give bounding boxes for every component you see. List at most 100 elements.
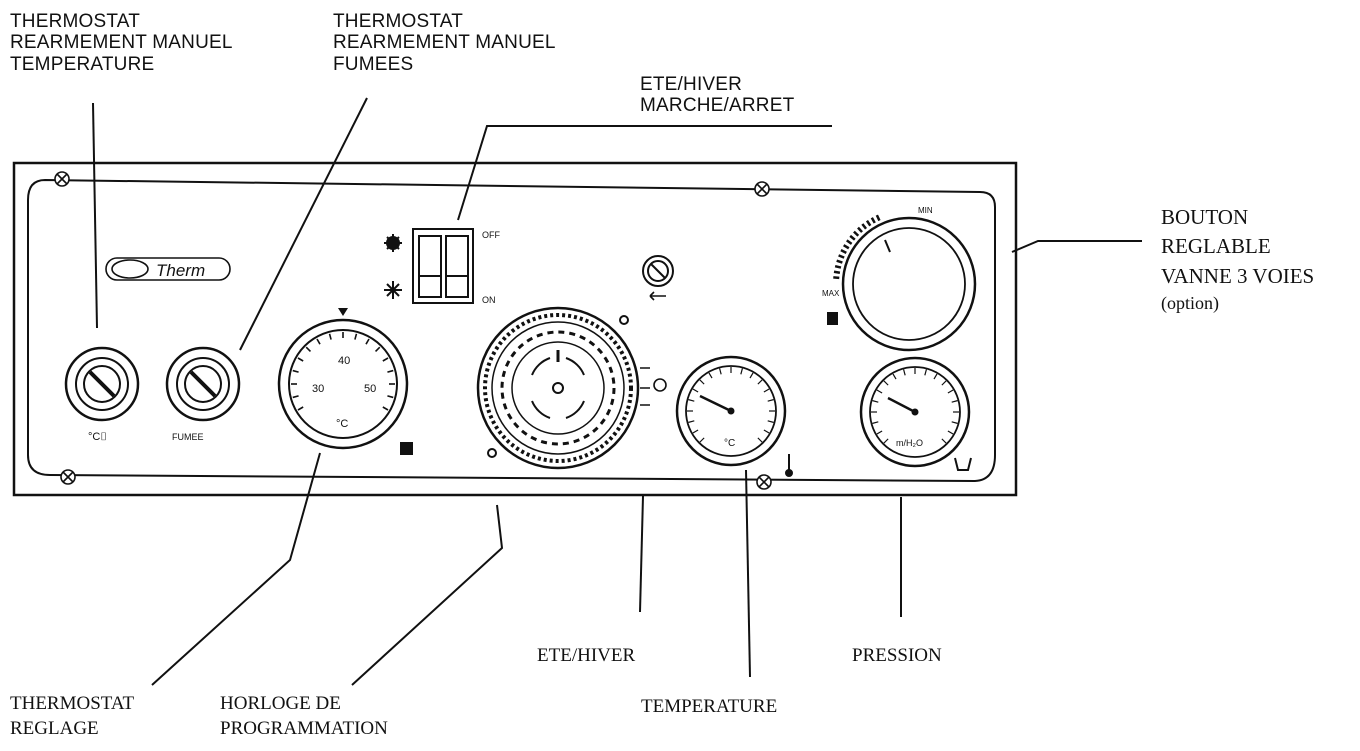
control-panel: [12, 161, 1018, 497]
switch-off-label: OFF: [482, 230, 500, 240]
dial-tick: [941, 380, 947, 386]
dial-tick: [767, 420, 774, 423]
dial-tick: [316, 338, 321, 345]
temperature-unit: °C: [724, 438, 735, 449]
dial-tick: [763, 429, 770, 434]
thermostat-reglage-dial[interactable]: 40 30 50 °C: [277, 308, 413, 455]
dial-tick: [883, 380, 889, 386]
dial-tick: [297, 406, 304, 411]
reset-thermostat-fumees-knob[interactable]: FUMEE: [165, 346, 241, 442]
dial-tick: [870, 217, 876, 224]
dial-tick: [838, 254, 845, 259]
screw-icon: [756, 474, 772, 490]
dial-tick: [853, 230, 860, 237]
label-thermostat-rearmement-fumees: THERMOSTAT REARMEMENT MANUEL FUMEES: [333, 11, 556, 75]
dial-tick: [883, 438, 889, 444]
square-icon: [827, 312, 838, 325]
dial-tick: [305, 346, 312, 353]
dial-tick: [857, 226, 863, 233]
pressure-unit: m/H₂O: [896, 438, 923, 448]
indicator-knob[interactable]: [642, 255, 674, 301]
dial-tick: [903, 369, 906, 376]
dial-tick: [861, 223, 868, 230]
dial-tick: [767, 399, 774, 402]
dial-tick: [719, 368, 722, 375]
sun-icon: [384, 234, 402, 252]
leader-lines: [92, 97, 1142, 686]
svg-text:30: 30: [312, 383, 324, 395]
dial-tick: [924, 369, 927, 376]
dial-tick: [387, 395, 394, 399]
dial-tick: [947, 430, 954, 435]
label-thermostat-rearmement-temperature: THERMOSTAT REARMEMENT MANUEL TEMPERATURE: [10, 11, 233, 75]
label-bouton-reglable-vanne: BOUTON REGLABLE VANNE 3 VOIES (option): [1161, 205, 1315, 314]
leader-thermostat-fumees: [239, 97, 368, 351]
dial-tick: [947, 389, 954, 394]
label-ete-hiver-marche-arret: ETE/HIVER MARCHE/ARRET: [640, 74, 795, 117]
screw-icon: [54, 171, 70, 187]
label-temperature: TEMPERATURE: [641, 696, 778, 717]
dial-tick: [692, 388, 699, 393]
three-way-valve-knob[interactable]: MIN MAX: [822, 206, 977, 352]
dial-tick: [865, 219, 872, 227]
dial-tick: [846, 239, 853, 245]
leader-ete-hiver-switch: [457, 125, 832, 221]
dial-tick: [951, 421, 958, 424]
svg-text:MIN: MIN: [918, 206, 933, 215]
dial-tick: [875, 214, 881, 222]
dial-tick: [692, 429, 699, 434]
dial-tick: [749, 372, 754, 379]
dial-tick: [354, 333, 358, 340]
panel-outer-frame: [12, 161, 1018, 497]
dial-tick: [872, 400, 879, 403]
dial-tick: [297, 357, 304, 362]
dial-tick: [833, 270, 841, 274]
dial-tick: [951, 400, 958, 403]
switch-on-label: ON: [482, 295, 496, 305]
dial-tick: [840, 249, 847, 254]
leader-thermostat-reglage: [151, 452, 321, 686]
ete-hiver-switch[interactable]: OFF ON: [384, 228, 500, 305]
dial-tick: [688, 420, 695, 423]
dial-tick: [699, 379, 705, 385]
label-horloge-programmation: HORLOGE DE PROGRAMMATION: [220, 693, 388, 739]
dial-tick: [892, 373, 897, 380]
leader-thermostat-temperature: [92, 102, 98, 329]
fumees-mark: FUMEE: [172, 432, 204, 442]
svg-text:40: 40: [338, 355, 350, 367]
thermometer-icon: [785, 454, 793, 477]
snowflake-icon: [384, 281, 402, 299]
dial-tick: [382, 406, 389, 411]
pressure-gauge: m/H₂O: [859, 356, 972, 471]
dial-tick: [843, 244, 850, 250]
dial-tick: [328, 333, 332, 340]
panel-inner-frame: [27, 178, 996, 483]
dial-tick: [834, 264, 842, 269]
dial-tick: [374, 346, 381, 353]
dial-tick: [387, 369, 394, 373]
temperature-gauge: °C: [675, 355, 793, 477]
dial-tick: [365, 338, 370, 345]
svg-text:MAX: MAX: [822, 289, 840, 298]
dial-tick: [833, 276, 840, 280]
reset-thermostat-temperature-knob[interactable]: °C⌷: [64, 346, 140, 443]
leader-horloge: [351, 504, 504, 686]
temperature-thermostat-icon: °C⌷: [88, 431, 107, 443]
brand-name: Therm: [156, 261, 205, 280]
dial-tick: [688, 399, 695, 402]
svg-text:50: 50: [364, 383, 376, 395]
label-pression: PRESSION: [852, 645, 942, 666]
screw-icon: [754, 181, 770, 197]
dial-tick: [708, 372, 713, 379]
label-thermostat-reglage: THERMOSTAT REGLAGE: [10, 693, 135, 739]
programming-clock[interactable]: [476, 306, 667, 470]
dial-tick: [382, 357, 389, 362]
dial-tick: [876, 389, 883, 394]
leader-temperature: [745, 469, 751, 678]
dial-tick: [836, 259, 843, 264]
screw-icon: [60, 469, 76, 485]
leader-valve-knob: [1011, 240, 1142, 253]
dial-tick: [740, 368, 743, 375]
dial-tick: [872, 421, 879, 424]
